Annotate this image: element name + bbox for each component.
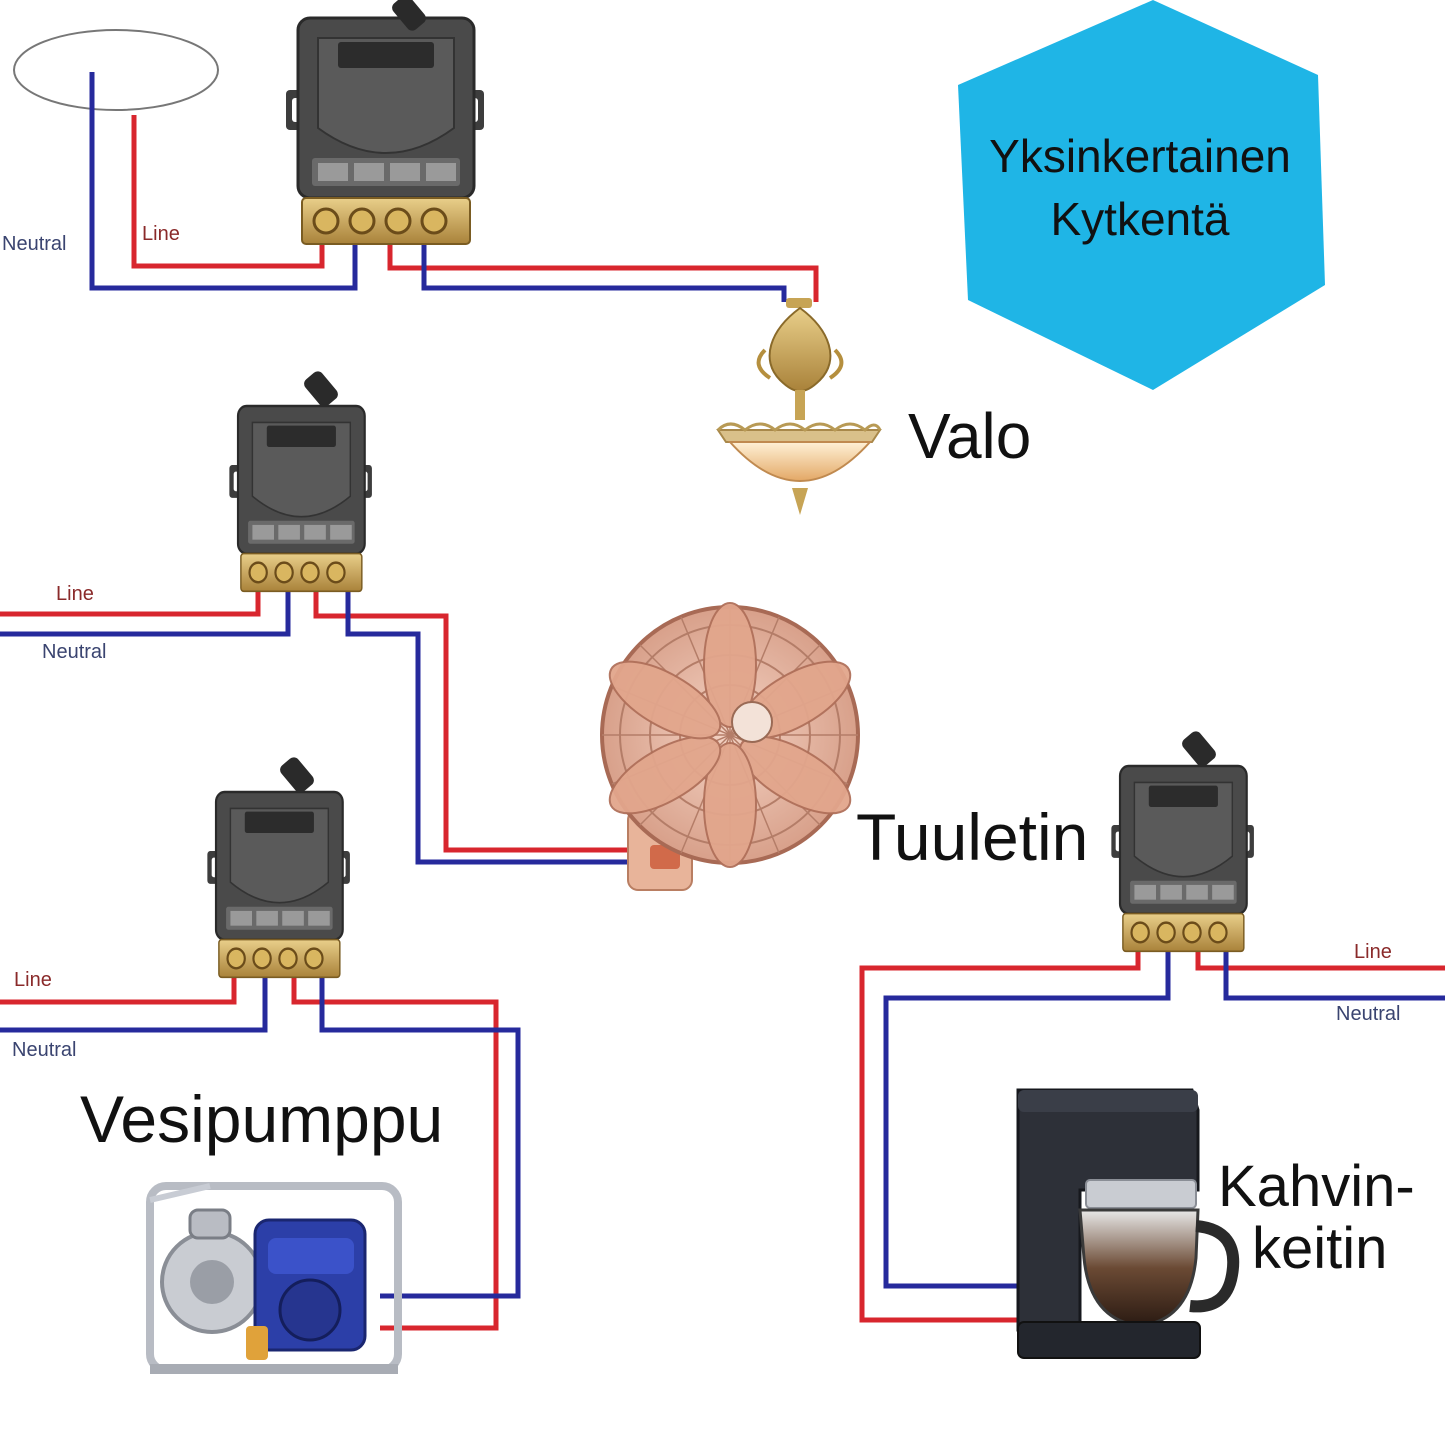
relay-module-coffee bbox=[1110, 764, 1256, 953]
wires-top bbox=[89, 72, 819, 302]
neutral-wire bbox=[883, 945, 1171, 1289]
label-line-pump: Line bbox=[14, 969, 52, 991]
neutral-wire bbox=[421, 225, 787, 302]
label-vesipumppu: Vesipumppu bbox=[80, 1082, 443, 1156]
title-line-2: Kytkentä bbox=[1051, 193, 1230, 245]
hexagon-shape bbox=[958, 0, 1325, 390]
label-line-fan: Line bbox=[56, 583, 94, 605]
wall-fan-icon bbox=[600, 602, 860, 891]
neutral-wire bbox=[319, 972, 521, 1299]
line-wire bbox=[0, 585, 261, 617]
label-neutral-coffee: Neutral bbox=[1336, 1003, 1400, 1025]
label-keitin: keitin bbox=[1252, 1216, 1387, 1281]
title-line-1: Yksinkertainen bbox=[989, 130, 1291, 182]
antenna-icon bbox=[392, 0, 426, 31]
label-line-coffee: Line bbox=[1354, 941, 1392, 963]
wires-pump bbox=[0, 972, 521, 1331]
neutral-wire bbox=[345, 585, 630, 865]
line-wire bbox=[131, 115, 325, 269]
wires-fan bbox=[0, 585, 630, 865]
chandelier-icon bbox=[716, 298, 882, 515]
line-wire bbox=[313, 585, 630, 853]
title-hexagon: Yksinkertainen Kytkentä bbox=[958, 0, 1325, 390]
antenna-icon bbox=[280, 757, 314, 793]
label-kahvin: Kahvin- bbox=[1218, 1154, 1415, 1219]
antenna-icon bbox=[1182, 731, 1216, 767]
relay-module-top bbox=[284, 0, 486, 246]
label-valo: Valo bbox=[908, 400, 1031, 472]
label-tuuletin: Tuuletin bbox=[856, 800, 1088, 874]
supply-ring bbox=[13, 29, 219, 111]
coffee-maker-icon bbox=[1016, 1088, 1240, 1359]
relay-module-pump bbox=[206, 790, 352, 979]
antenna-icon bbox=[304, 371, 338, 407]
relay-module-fan bbox=[228, 404, 374, 593]
neutral-wire bbox=[1223, 945, 1445, 1001]
neutral-wire bbox=[0, 585, 291, 637]
neutral-wire bbox=[0, 972, 268, 1033]
label-neutral-pump: Neutral bbox=[12, 1039, 76, 1061]
line-wire bbox=[0, 972, 237, 1005]
label-neutral-fan: Neutral bbox=[42, 641, 106, 663]
water-pump-icon bbox=[146, 1182, 402, 1374]
line-wire bbox=[387, 225, 819, 302]
line-wire bbox=[291, 972, 499, 1331]
wires-coffee bbox=[859, 945, 1445, 1323]
neutral-wire bbox=[89, 72, 358, 291]
line-wire bbox=[1195, 945, 1445, 971]
line-wire bbox=[859, 945, 1141, 1323]
label-neutral-top: Neutral bbox=[2, 233, 66, 255]
label-line-top: Line bbox=[142, 223, 180, 245]
